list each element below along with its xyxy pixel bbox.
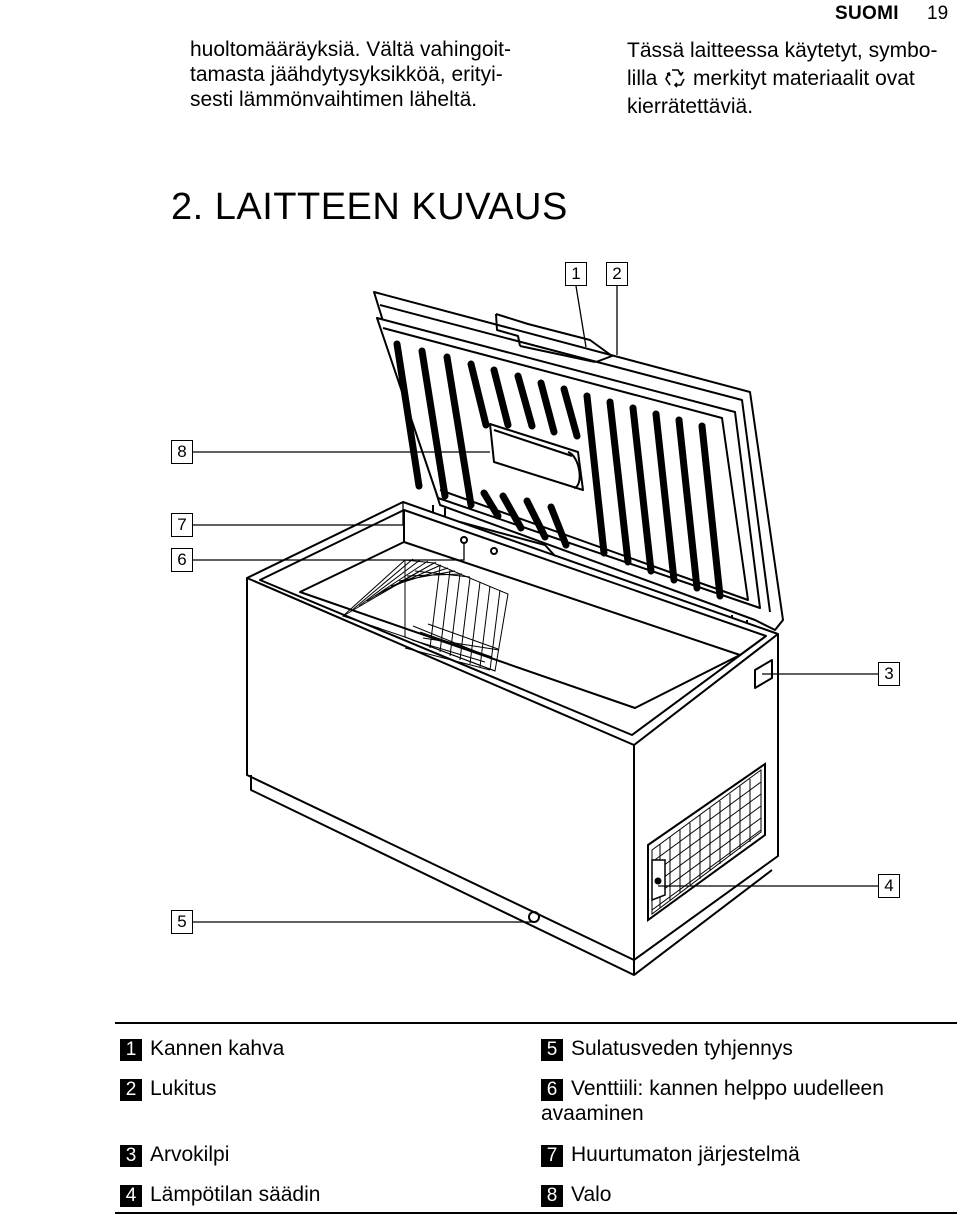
legend-number: 5 — [541, 1039, 563, 1061]
chest-freezer-illustration — [193, 285, 878, 976]
legend-label: Sulatusveden tyhjennys — [571, 1037, 793, 1060]
legend-label: Arvokilpi — [150, 1143, 230, 1166]
legend-label: Huurtumaton järjestelmä — [571, 1143, 800, 1166]
callout-3: 3 — [878, 662, 900, 686]
legend-number: 6 — [541, 1079, 563, 1101]
recycle-icon — [665, 69, 685, 88]
intro-right-line: Tässä laitteessa käytetyt, symbo- — [627, 39, 938, 62]
legend-item-5: 5 Sulatusveden tyhjennys — [541, 1036, 793, 1061]
intro-left-paragraph: huoltomääräyksiä. Vältä vahingoit- tamas… — [190, 37, 530, 112]
legend-number: 4 — [120, 1185, 142, 1207]
legend-number: 8 — [541, 1185, 563, 1207]
legend-item-3: 3 Arvokilpi — [120, 1142, 229, 1167]
legend-item-8: 8 Valo — [541, 1182, 611, 1207]
callout-7: 7 — [171, 513, 193, 537]
intro-left-line: tamasta jäähdytysyksikköä, erityi- — [190, 63, 503, 86]
legend-item-2: 2 Lukitus — [120, 1076, 217, 1101]
legend-label: Kannen kahva — [150, 1037, 285, 1060]
intro-left-line: huoltomääräyksiä. Vältä vahingoit- — [190, 38, 512, 61]
legend-item-7: 7 Huurtumaton järjestelmä — [541, 1142, 800, 1167]
callout-8: 8 — [171, 440, 193, 464]
legend-item-6: 6 Venttiili: kannen helppo uudelleen avaa… — [541, 1076, 884, 1126]
callout-6: 6 — [171, 548, 193, 572]
legend-number: 2 — [120, 1079, 142, 1101]
legend-table: 1 Kannen kahva 2 Lukitus 3 Arvokilpi 4 Lämpö… — [115, 1022, 957, 1214]
callout-1: 1 — [565, 262, 587, 286]
legend-number: 3 — [120, 1145, 142, 1167]
legend-label-continued: avaaminen — [541, 1102, 644, 1125]
legend-bottom-rule — [115, 1212, 957, 1214]
intro-right-paragraph: Tässä laitteessa käytetyt, symbo- lilla … — [627, 37, 947, 121]
callout-4: 4 — [878, 874, 900, 898]
intro-right-line: kierrätettäviä. — [627, 95, 754, 118]
legend-number: 1 — [120, 1039, 142, 1061]
section-heading: 2. LAITTEEN KUVAUS — [171, 186, 568, 228]
page-number: 19 — [927, 3, 949, 24]
legend-number: 7 — [541, 1145, 563, 1167]
legend-item-4: 4 Lämpötilan säädin — [120, 1182, 320, 1207]
language-label: SUOMI — [835, 3, 899, 24]
intro-right-line: lilla — [627, 67, 658, 90]
legend-label: Valo — [571, 1183, 612, 1206]
legend-label: Lämpötilan säädin — [150, 1183, 321, 1206]
legend-label: Venttiili: kannen helppo uudelleen — [571, 1077, 884, 1100]
intro-right-line: merkityt materiaalit ovat — [693, 67, 915, 90]
legend-top-rule — [115, 1022, 957, 1024]
intro-left-line: sesti lämmönvaihtimen läheltä. — [190, 88, 478, 111]
legend-label: Lukitus — [150, 1077, 217, 1100]
page-header: SUOMI 19 — [0, 0, 960, 30]
callout-5: 5 — [171, 910, 193, 934]
legend-item-1: 1 Kannen kahva — [120, 1036, 284, 1061]
callout-2: 2 — [606, 262, 628, 286]
